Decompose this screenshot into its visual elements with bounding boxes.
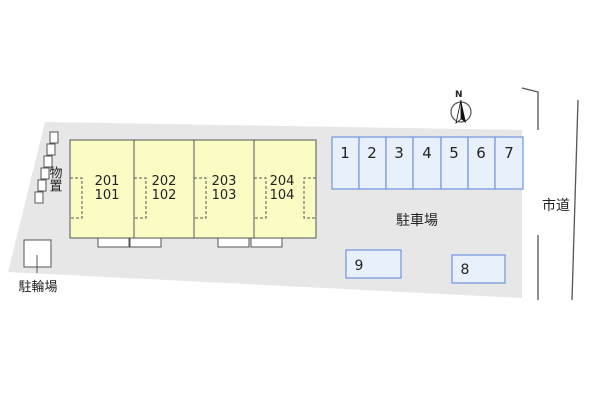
unit-blocks (69, 139, 317, 239)
entrance-steps (97, 235, 283, 248)
parking-space-8 (451, 254, 506, 284)
parking-space (385, 136, 414, 190)
parking-space (331, 136, 360, 190)
parking-space-9-label: 9 (355, 258, 364, 274)
road-edges (521, 87, 579, 301)
unit-204-label: 204 (270, 174, 295, 189)
parking-space-4-label: 4 (422, 144, 432, 162)
parking-space (494, 136, 524, 190)
parking-space (412, 136, 442, 190)
parking-space-1-label: 1 (340, 144, 350, 162)
unit-203-label: 203 (212, 174, 237, 189)
parking-space (358, 136, 387, 190)
compass-north-label: N (455, 90, 463, 100)
unit-202-label: 202 (152, 174, 177, 189)
parking-row: 1 2 3 4 5 6 7 (331, 136, 524, 190)
parking-space (440, 136, 469, 190)
unit-102-label: 102 (152, 188, 177, 203)
parking-lot-label: 駐車場 (396, 212, 438, 229)
balcony-outlines (70, 177, 316, 219)
unit-201-label: 201 (95, 174, 120, 189)
parking-space-8-label: 8 (461, 262, 470, 278)
parking-space-3-label: 3 (394, 144, 404, 162)
parking-space-6-label: 6 (476, 144, 486, 162)
unit-103-label: 103 (212, 188, 237, 203)
unit-labels: 201 101 202 102 203 103 204 104 (95, 174, 295, 203)
north-compass: N (450, 90, 472, 125)
apartment-building: 201 101 202 102 203 103 204 104 (69, 139, 317, 248)
parking-space-7-label: 7 (504, 144, 514, 162)
city-road-label: 市道 (542, 197, 570, 214)
unit-101-label: 101 (95, 188, 120, 203)
bicycle-parking-label: 駐輪場 (18, 279, 57, 295)
storage-racks (34, 131, 59, 204)
parking-space-2-label: 2 (367, 144, 377, 162)
parking-space (467, 136, 496, 190)
parking-space-9 (345, 249, 402, 279)
storage-label: 物置 (47, 166, 63, 192)
unit-104-label: 104 (270, 188, 295, 203)
parking-space-5-label: 5 (449, 144, 459, 162)
